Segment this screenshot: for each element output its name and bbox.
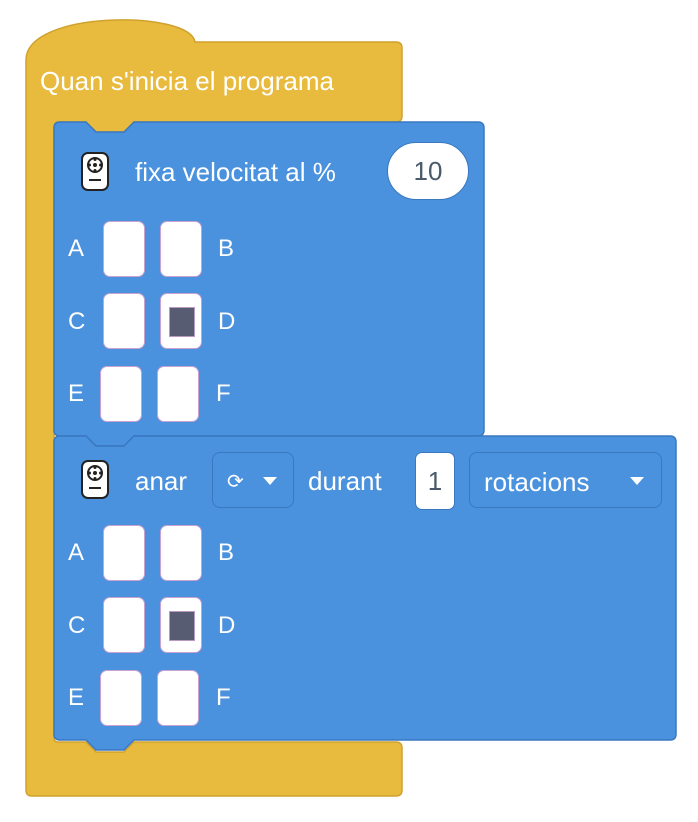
port-label-d: D	[218, 612, 236, 639]
port-c-toggle[interactable]	[103, 293, 145, 349]
port-label-f: F	[216, 684, 231, 711]
port-label-a: A	[68, 539, 85, 566]
port-b-toggle[interactable]	[160, 221, 202, 277]
chevron-down-icon	[263, 477, 277, 485]
port-label-b: B	[218, 235, 235, 262]
set-speed-label: fixa velocitat al %	[135, 157, 336, 187]
port-label-f: F	[216, 380, 231, 407]
port-d-toggle-selected[interactable]	[160, 293, 202, 349]
port-a-toggle[interactable]	[103, 221, 145, 277]
port-e-toggle[interactable]	[100, 670, 142, 726]
port-label-d: D	[218, 308, 236, 335]
port-c-toggle[interactable]	[103, 597, 145, 653]
amount-input[interactable]: 1	[415, 452, 455, 510]
port-e-toggle[interactable]	[100, 366, 142, 422]
clockwise-rotation-icon: ⟳	[227, 471, 244, 493]
amount-value: 1	[427, 465, 443, 496]
duration-label: durant	[308, 466, 382, 496]
run-block-shape[interactable]	[53, 435, 677, 751]
unit-dropdown[interactable]: rotacions	[469, 452, 662, 508]
port-label-c: C	[68, 308, 86, 335]
port-label-e: E	[68, 684, 85, 711]
port-label-e: E	[68, 380, 85, 407]
port-label-a: A	[68, 235, 85, 262]
speed-value: 10	[413, 155, 443, 186]
port-f-toggle[interactable]	[157, 366, 199, 422]
hat-block-label: Quan s'inicia el programa	[40, 66, 334, 96]
port-f-toggle[interactable]	[157, 670, 199, 726]
unit-value: rotacions	[484, 467, 590, 497]
chevron-down-icon	[630, 477, 644, 485]
port-label-c: C	[68, 612, 86, 639]
port-label-b: B	[218, 539, 235, 566]
port-a-toggle[interactable]	[103, 525, 145, 581]
port-d-toggle-selected[interactable]	[160, 597, 202, 653]
motor-icon	[80, 460, 110, 505]
selected-port-indicator	[169, 307, 195, 337]
run-label: anar	[135, 466, 188, 496]
port-b-toggle[interactable]	[160, 525, 202, 581]
direction-dropdown[interactable]: ⟳	[212, 452, 294, 508]
speed-value-input[interactable]: 10	[387, 142, 469, 200]
motor-icon	[80, 152, 110, 197]
selected-port-indicator	[169, 611, 195, 641]
